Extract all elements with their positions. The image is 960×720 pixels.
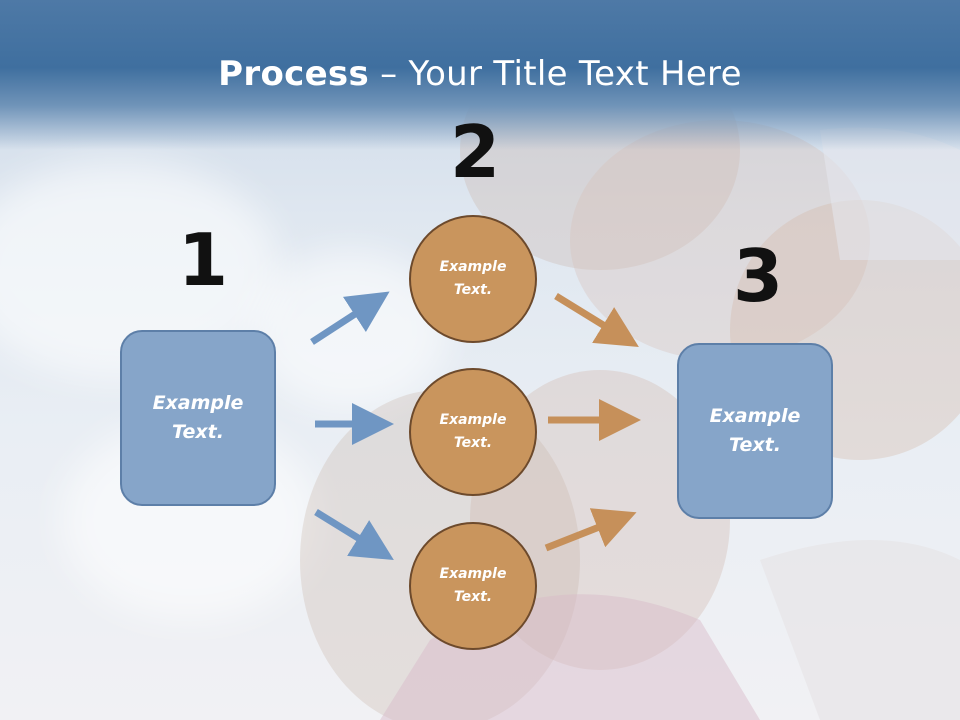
circle-middle: Example Text.	[409, 368, 537, 496]
slide-title: Process – Your Title Text Here	[0, 54, 960, 94]
step-number-3: 3	[733, 234, 784, 318]
arrow-bottom-to-right	[544, 508, 637, 552]
circle-top: Example Text.	[409, 215, 537, 343]
arrow-top-to-right	[554, 293, 639, 348]
title-rest: – Your Title Text Here	[369, 54, 742, 94]
circle-top-text: Example Text.	[439, 259, 507, 298]
input-box: Example Text.	[120, 330, 276, 506]
title-banner	[0, 0, 960, 150]
arrow-left-to-bottom	[314, 509, 394, 561]
output-box-text: Example Text.	[709, 405, 801, 456]
arrow-left-to-top	[310, 291, 390, 345]
circle-middle-text: Example Text.	[439, 412, 507, 451]
circle-bottom-text: Example Text.	[439, 566, 507, 605]
title-bold: Process	[218, 54, 370, 94]
step-number-2: 2	[450, 110, 501, 194]
output-box: Example Text.	[677, 343, 833, 519]
input-box-text: Example Text.	[152, 392, 244, 443]
step-number-1: 1	[178, 218, 229, 302]
circle-bottom: Example Text.	[409, 522, 537, 650]
